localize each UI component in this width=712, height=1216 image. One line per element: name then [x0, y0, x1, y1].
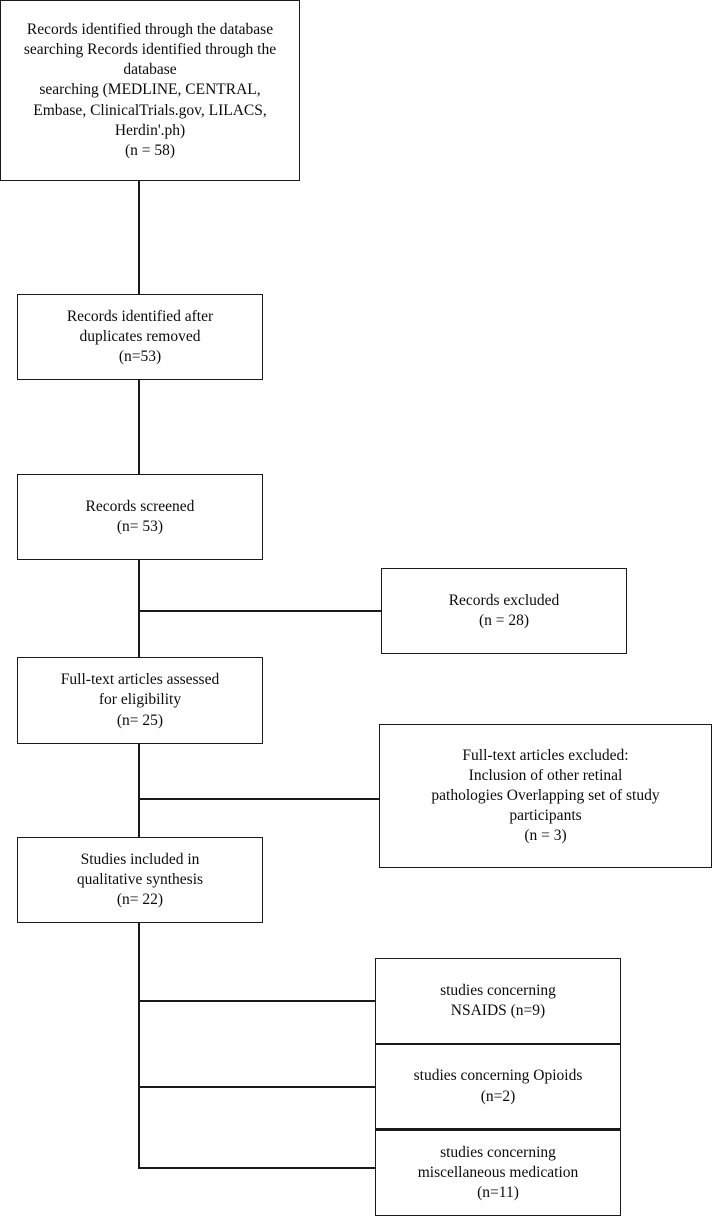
connector-branch-studies-opioids [138, 1086, 378, 1088]
node-studies-included[interactable]: Studies included in qualitative synthesi… [17, 837, 263, 923]
node-studies-included-text: Studies included in qualitative synthesi… [76, 850, 204, 909]
connector-branch-records-excluded [138, 610, 382, 612]
node-duplicates-removed[interactable]: Records identified after duplicates remo… [17, 294, 263, 380]
node-studies-miscellaneous-text: studies concerning miscellaneous medicat… [417, 1143, 579, 1202]
node-records-excluded[interactable]: Records excluded (n = 28) [381, 568, 627, 654]
connector-branch-fulltext-excluded [138, 798, 380, 800]
node-records-screened-text: Records screened (n= 53) [85, 497, 195, 535]
node-records-screened[interactable]: Records screened (n= 53) [17, 474, 263, 560]
node-studies-nsaids-text: studies concerning NSAIDS (n=9) [440, 981, 556, 1019]
connector-branch-studies-nsaids [138, 1000, 378, 1002]
connector-fulltext-to-included [138, 744, 140, 837]
node-studies-opioids[interactable]: studies concerning Opioids (n=2) [375, 1044, 621, 1130]
node-records-excluded-text: Records excluded (n = 28) [448, 591, 560, 629]
connector-trunk-identification-to-duplicates [138, 181, 140, 294]
connector-branch-studies-miscellaneous [138, 1167, 378, 1169]
node-records-identified[interactable]: Records identified through the database … [0, 0, 300, 181]
node-fulltext-excluded[interactable]: Full-text articles excluded: Inclusion o… [379, 724, 712, 868]
node-fulltext-excluded-text: Full-text articles excluded: Inclusion o… [431, 746, 660, 845]
connector-screened-to-fulltext [138, 560, 140, 657]
node-fulltext-assessed[interactable]: Full-text articles assessed for eligibil… [17, 657, 263, 744]
connector-duplicates-to-screened [138, 380, 140, 474]
node-studies-nsaids[interactable]: studies concerning NSAIDS (n=9) [375, 958, 621, 1044]
node-studies-miscellaneous[interactable]: studies concerning miscellaneous medicat… [375, 1130, 621, 1216]
node-fulltext-assessed-text: Full-text articles assessed for eligibil… [60, 671, 220, 729]
node-records-identified-text: Records identified through the database … [23, 21, 277, 159]
node-studies-opioids-text: studies concerning Opioids (n=2) [413, 1067, 583, 1105]
connector-included-to-subgroups [138, 923, 140, 1169]
node-duplicates-removed-text: Records identified after duplicates remo… [66, 307, 214, 366]
